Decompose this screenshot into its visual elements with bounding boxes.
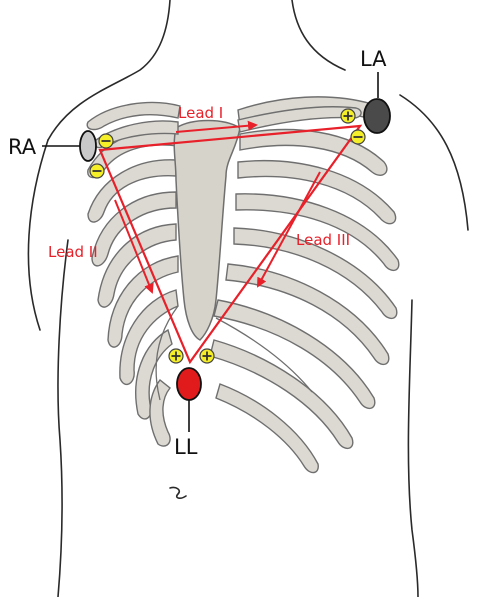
arm-right-line — [408, 300, 418, 597]
la-label: LA — [360, 47, 387, 71]
ll-electrode-pad — [177, 368, 201, 400]
lead3-label: Lead III — [296, 231, 350, 249]
minus-icon — [99, 134, 113, 148]
ll-label: LL — [174, 435, 198, 459]
plus-icon — [200, 349, 214, 363]
lead1-label: Lead I — [178, 104, 223, 122]
arm-left-line — [58, 240, 68, 597]
ll-electrode: LL — [174, 368, 201, 459]
minus-icon — [351, 130, 365, 144]
lead2-label: Lead II — [48, 243, 98, 261]
minus-icon — [90, 164, 104, 178]
shoulder-left-line — [28, 140, 48, 330]
plus-icon — [169, 349, 183, 363]
plus-icon — [341, 109, 355, 123]
lead3-arrow — [258, 172, 320, 286]
torso-outline — [28, 0, 468, 597]
la-electrode-pad — [364, 99, 390, 133]
shoulder-right-line — [400, 95, 468, 230]
ra-label: RA — [8, 135, 37, 159]
navel-mark — [170, 487, 186, 498]
neck-right-line — [292, 0, 345, 70]
rib-left-9 — [150, 380, 170, 446]
la-electrode: LA — [360, 47, 390, 133]
ra-electrode: RA — [8, 131, 96, 161]
ribs-right — [210, 97, 399, 473]
ra-electrode-pad — [80, 131, 96, 161]
ribcage — [87, 97, 399, 473]
